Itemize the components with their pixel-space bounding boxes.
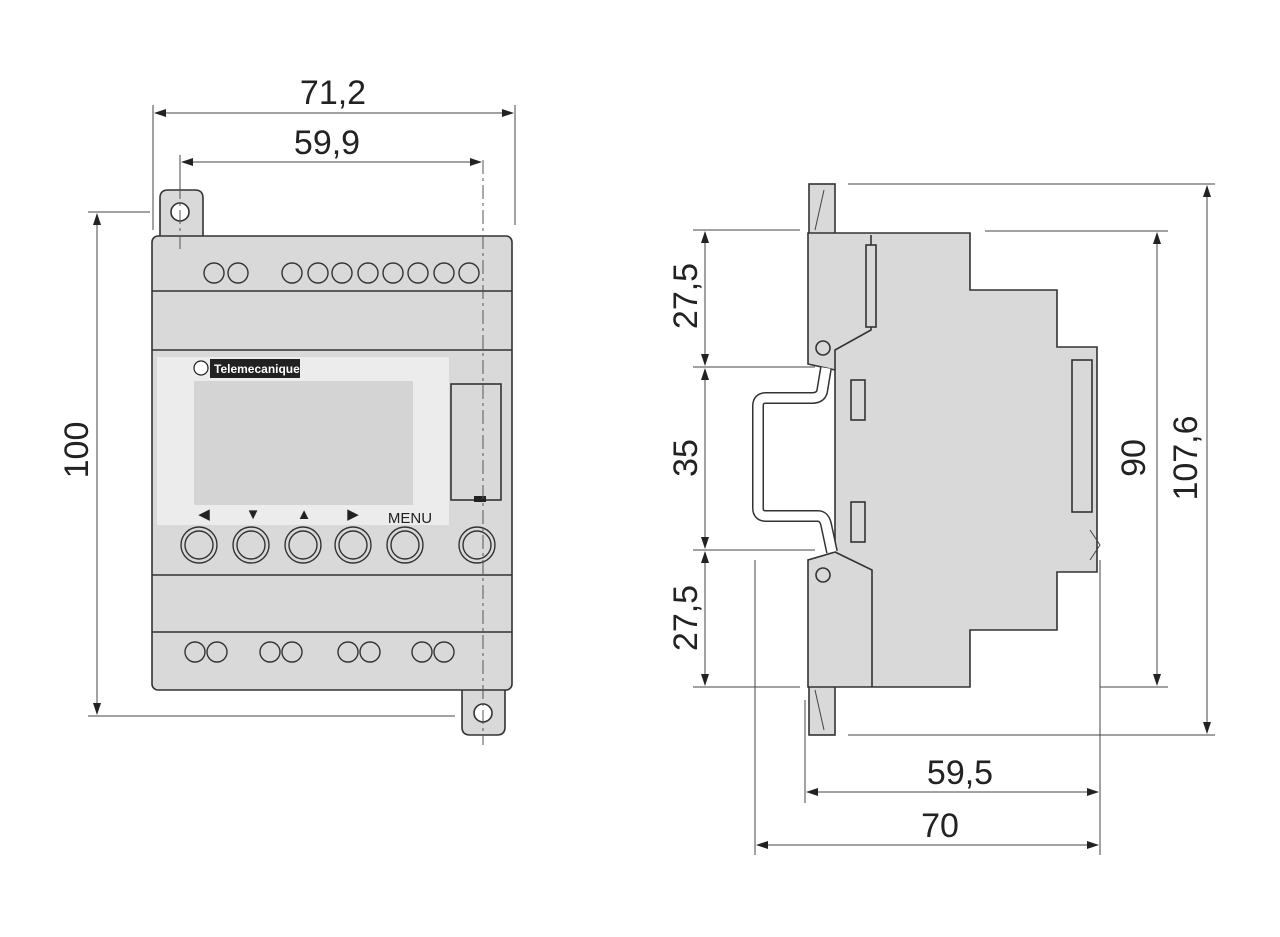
terminal-screw [227,262,249,284]
clip-detail [814,189,825,231]
bottom-terminals [184,641,455,663]
terminal-screw [433,262,455,284]
up-button-inner [288,530,318,560]
connector-detail [1089,529,1101,561]
dim-body-height: 90 [1115,439,1153,477]
label-up: ▲ [297,506,312,523]
terminal-screw [337,641,359,663]
terminal-screw [307,262,329,284]
top-terminals [203,262,480,284]
left-button-inner [184,530,214,560]
button-labels: ◀ ▼ ▲ ▶ MENU [198,506,432,527]
bottom-clip [808,685,836,736]
terminal-screw [458,262,480,284]
terminal-screw [411,641,433,663]
cartridge-side [1071,359,1093,513]
escape-button-inner [462,530,492,560]
terminal-screw [281,262,303,284]
terminal-screw [382,262,404,284]
right-button-inner [338,530,368,560]
dim-overall-depth: 70 [921,807,959,845]
cartridge-slot [450,383,502,501]
vent-slot [850,379,866,421]
dim-body-depth: 59,5 [927,754,993,792]
din-rail-fill [753,367,837,553]
dim-rail: 35 [667,439,705,477]
slot-latch [474,496,486,502]
vent-slot [850,501,866,543]
label-menu: MENU [388,510,432,527]
label-right: ▶ [347,506,359,523]
menu-button-inner [390,530,420,560]
dim-top-to-rail: 27,5 [667,263,705,329]
terminal-screw [206,641,228,663]
brand-logo: Telemecanique [193,359,300,378]
brand-name: Telemecanique [214,362,300,376]
lcd-screen [194,381,413,505]
terminal-screw [203,262,225,284]
terminal-screw [259,641,281,663]
side-body [807,232,1098,688]
label-left: ◀ [198,506,210,523]
dim-height: 100 [58,422,96,479]
screw-icon [815,567,831,583]
terminal-screw [357,262,379,284]
terminal-screw [184,641,206,663]
side-view: 27,5 35 27,5 90 107,6 59,5 70 [667,183,1215,855]
terminal-screw [281,641,303,663]
dim-hole-spacing: 59,9 [294,124,360,162]
top-clip [808,183,836,235]
dim-overall-width: 71,2 [300,74,366,112]
logo-emblem-icon [193,360,209,376]
front-view: Telemecanique ◀ ▼ ▲ ▶ MENU 71,2 59,9 100 [58,74,516,745]
dim-overall-height: 107,6 [1167,415,1205,500]
label-down: ▼ [246,506,261,523]
clip-detail [814,689,825,731]
keypad [180,526,496,564]
dim-rail-to-bottom: 27,5 [667,585,705,651]
terminal-screw [407,262,429,284]
vent-slot [865,244,877,328]
down-button-inner [236,530,266,560]
terminal-screw [433,641,455,663]
screw-icon [815,340,831,356]
latch-edge [834,551,873,687]
terminal-screw [359,641,381,663]
terminal-screw [331,262,353,284]
